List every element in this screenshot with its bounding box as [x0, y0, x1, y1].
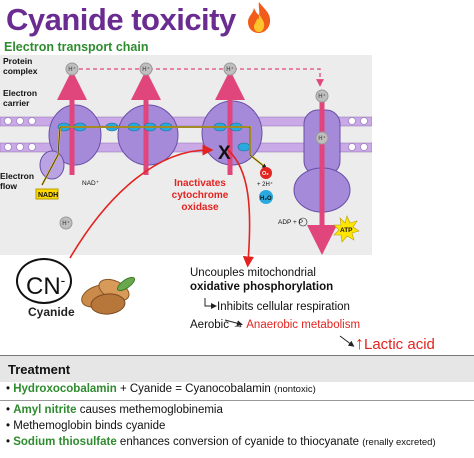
- o2-molecule: [260, 167, 272, 179]
- effect-aerobic: Aerobic → Anaerobic metabolism: [190, 319, 361, 331]
- atp-burst: [333, 215, 360, 243]
- treatment-header: Treatment: [0, 356, 474, 382]
- treatment-row-methemoglobin: • Methemoglobin binds cyanide: [6, 420, 166, 432]
- h-plus-labels: H⁺ H⁺ H⁺ H⁺ H⁺ H⁺: [62, 66, 326, 227]
- effect-arrow-1: [204, 298, 217, 309]
- h-plus-ions: [59, 62, 329, 230]
- label-protein-complex-1: Protein: [3, 56, 32, 66]
- svg-text:H⁺: H⁺: [226, 66, 234, 73]
- label-electron-flow-2: flow: [0, 181, 17, 191]
- subtitle: Electron transport chain: [4, 40, 149, 54]
- membrane-heads: [4, 117, 368, 151]
- electron-flow-arrow: [41, 126, 267, 186]
- complex-to-effects-arrow: [227, 149, 255, 268]
- svg-text:Inactivates: Inactivates: [174, 178, 226, 189]
- cyanide-label: Cyanide: [28, 305, 75, 319]
- label-electron-carrier-2: carrier: [3, 98, 30, 108]
- cyanide-formula-circle: CN-: [16, 258, 72, 304]
- svg-text:oxidase: oxidase: [181, 202, 219, 213]
- treatment-row-amyl-nitrite: • Amyl nitrite causes methemoglobinemia: [6, 404, 223, 416]
- treatment-panel: Treatment • Hydroxocobalamin + Cyanide =…: [0, 355, 474, 458]
- svg-text:NADH: NADH: [38, 192, 58, 199]
- svg-text:H⁺: H⁺: [318, 93, 326, 100]
- cn-to-complex-arrow: [69, 144, 214, 259]
- treatment-row-thiosulfate: • Sodium thiosulfate enhances conversion…: [6, 436, 436, 448]
- svg-text:H⁺: H⁺: [142, 66, 150, 73]
- label-electron-flow-1: Electron: [0, 171, 34, 181]
- effect-inhibits: Inhibits cellular respiration: [217, 301, 350, 313]
- svg-text:NAD⁺: NAD⁺: [82, 180, 100, 187]
- svg-text:O₂: O₂: [262, 171, 269, 177]
- svg-text:H₂O: H₂O: [260, 196, 272, 202]
- up-arrow-icon: ↑: [355, 333, 364, 353]
- almond-icon: [81, 276, 136, 315]
- anaerobic-label: Anaerobic metabolism: [246, 319, 361, 331]
- block-x-mark: X: [218, 143, 231, 164]
- cyanide-formula: CN-: [26, 272, 66, 300]
- etc-diagram: H⁺ H⁺ H⁺ H⁺ H⁺ H⁺ X Protein complex Elec…: [0, 55, 372, 255]
- svg-text:H⁺: H⁺: [318, 135, 326, 142]
- svg-text:+ 2H⁺: + 2H⁺: [257, 181, 273, 188]
- effect-arrow-2: [224, 319, 243, 327]
- inactivates-label: Inactivates cytochrome oxidase: [172, 178, 229, 213]
- phosphate-circle: [298, 217, 308, 227]
- nadh-badge: [35, 188, 59, 200]
- treatment-row-hydroxocobalamin: • Hydroxocobalamin + Cyanide = Cyanocoba…: [6, 383, 316, 395]
- label-electron-carrier-1: Electron: [3, 88, 37, 98]
- svg-text:cytochrome: cytochrome: [172, 190, 229, 201]
- proton-pump-arrows: [57, 70, 337, 255]
- page-title: Cyanide toxicity: [6, 0, 274, 39]
- svg-text:H⁺: H⁺: [62, 220, 70, 227]
- treatment-title: Treatment: [8, 362, 71, 377]
- svg-text:ATP: ATP: [340, 227, 353, 234]
- cyanide-arrows: [69, 144, 355, 347]
- proton-path-arrow: [72, 68, 324, 87]
- svg-text:H⁺: H⁺: [68, 66, 76, 73]
- label-protein-complex-2: complex: [3, 66, 38, 76]
- h2o-molecule: [259, 190, 273, 204]
- effect-arrow-3: [339, 335, 355, 347]
- svg-text:ADP + P: ADP + P: [278, 219, 303, 226]
- effect-uncouples: Uncouples mitochondrial oxidative phosph…: [190, 267, 334, 293]
- lactic-acid-label: ↑Lactic acid: [355, 333, 435, 353]
- fire-icon: [247, 2, 270, 33]
